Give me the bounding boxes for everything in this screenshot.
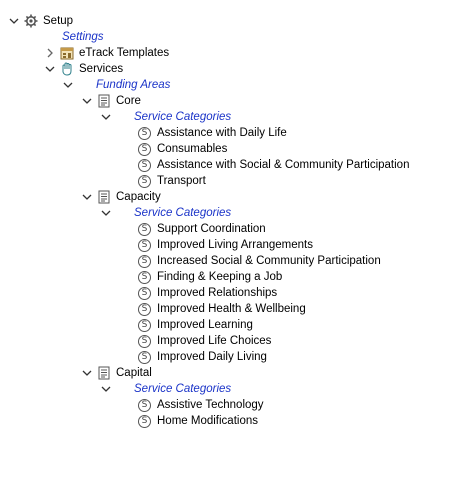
chevron-right-icon[interactable] xyxy=(44,47,56,59)
service-icon: S xyxy=(138,222,151,236)
document-icon xyxy=(97,94,111,108)
service-label: Consumables xyxy=(157,143,228,155)
service-item[interactable]: S Improved Health & Wellbeing xyxy=(138,301,306,317)
service-icon: S xyxy=(138,174,151,188)
service-label: Improved Learning xyxy=(157,319,253,331)
service-label: Home Modifications xyxy=(157,415,258,427)
tree-node-etrack-templates[interactable]: eTrack Templates xyxy=(44,45,169,61)
service-label: Improved Life Choices xyxy=(157,335,272,347)
service-icon: S xyxy=(138,126,151,140)
service-item[interactable]: S Assistive Technology xyxy=(138,397,264,413)
category-label: Settings xyxy=(62,31,104,43)
service-label: Improved Daily Living xyxy=(157,351,267,363)
service-item[interactable]: S Assistance with Social & Community Part… xyxy=(138,157,409,173)
service-item[interactable]: S Improved Learning xyxy=(138,317,253,333)
tree-node-label: eTrack Templates xyxy=(79,47,170,59)
tree-node-label: Capital xyxy=(116,367,152,379)
hand-icon xyxy=(60,62,74,76)
service-icon: S xyxy=(138,350,151,364)
service-icon: S xyxy=(138,398,151,412)
service-item[interactable]: S Consumables xyxy=(138,141,227,157)
service-icon: S xyxy=(138,286,151,300)
service-label: Assistive Technology xyxy=(157,399,264,411)
tree-node-label: Services xyxy=(79,63,124,75)
service-item[interactable]: S Improved Daily Living xyxy=(138,349,267,365)
chevron-down-icon[interactable] xyxy=(81,95,93,107)
category-label: Service Categories xyxy=(134,207,232,219)
tree-node-label: Capacity xyxy=(116,191,161,203)
service-icon: S xyxy=(138,238,151,252)
service-label: Improved Relationships xyxy=(157,287,278,299)
service-label: Finding & Keeping a Job xyxy=(157,271,283,283)
tree-node-setup[interactable]: Setup xyxy=(8,13,73,29)
chevron-down-icon[interactable] xyxy=(44,63,56,75)
service-item[interactable]: S Home Modifications xyxy=(138,413,258,429)
service-item[interactable]: S Improved Relationships xyxy=(138,285,277,301)
service-item[interactable]: S Finding & Keeping a Job xyxy=(138,269,282,285)
service-label: Assistance with Daily Life xyxy=(157,127,287,139)
category-label: Service Categories xyxy=(134,111,232,123)
tree-node-capacity-service-categories[interactable]: Service Categories xyxy=(100,205,231,221)
tree-node-capacity[interactable]: Capacity xyxy=(81,189,161,205)
chevron-down-icon[interactable] xyxy=(81,367,93,379)
service-icon: S xyxy=(138,270,151,284)
chevron-down-icon[interactable] xyxy=(81,191,93,203)
service-label: Transport xyxy=(157,175,206,187)
tree-node-funding-areas[interactable]: Funding Areas xyxy=(62,77,170,93)
chevron-down-icon[interactable] xyxy=(100,111,112,123)
chevron-down-icon[interactable] xyxy=(8,15,20,27)
tree-node-core[interactable]: Core xyxy=(81,93,141,109)
category-label: Service Categories xyxy=(134,383,232,395)
tree-node-services[interactable]: Services xyxy=(44,61,123,77)
service-item[interactable]: S Assistance with Daily Life xyxy=(138,125,287,141)
tree-node-capital-service-categories[interactable]: Service Categories xyxy=(100,381,231,397)
service-item[interactable]: S Transport xyxy=(138,173,206,189)
service-item[interactable]: S Improved Life Choices xyxy=(138,333,271,349)
gear-icon xyxy=(24,14,38,28)
service-item[interactable]: S Improved Living Arrangements xyxy=(138,237,313,253)
service-label: Assistance with Social & Community Parti… xyxy=(157,159,410,171)
service-icon: S xyxy=(138,158,151,172)
template-icon xyxy=(60,46,74,60)
service-item[interactable]: S Increased Social & Community Participat… xyxy=(138,253,381,269)
service-item[interactable]: S Support Coordination xyxy=(138,221,266,237)
service-icon: S xyxy=(138,142,151,156)
chevron-down-icon[interactable] xyxy=(62,79,74,91)
document-icon xyxy=(97,190,111,204)
chevron-down-icon[interactable] xyxy=(100,383,112,395)
service-icon: S xyxy=(138,318,151,332)
service-icon: S xyxy=(138,254,151,268)
tree-node-core-service-categories[interactable]: Service Categories xyxy=(100,109,231,125)
document-icon xyxy=(97,366,111,380)
tree-node-settings[interactable]: Settings xyxy=(62,29,104,45)
service-label: Support Coordination xyxy=(157,223,266,235)
service-icon: S xyxy=(138,414,151,428)
service-icon: S xyxy=(138,302,151,316)
chevron-down-icon[interactable] xyxy=(100,207,112,219)
service-label: Increased Social & Community Participati… xyxy=(157,255,381,267)
tree-node-capital[interactable]: Capital xyxy=(81,365,152,381)
tree-node-label: Core xyxy=(116,95,141,107)
category-label: Funding Areas xyxy=(96,79,171,91)
service-label: Improved Living Arrangements xyxy=(157,239,313,251)
service-icon: S xyxy=(138,334,151,348)
tree-node-label: Setup xyxy=(43,15,74,27)
service-label: Improved Health & Wellbeing xyxy=(157,303,306,315)
